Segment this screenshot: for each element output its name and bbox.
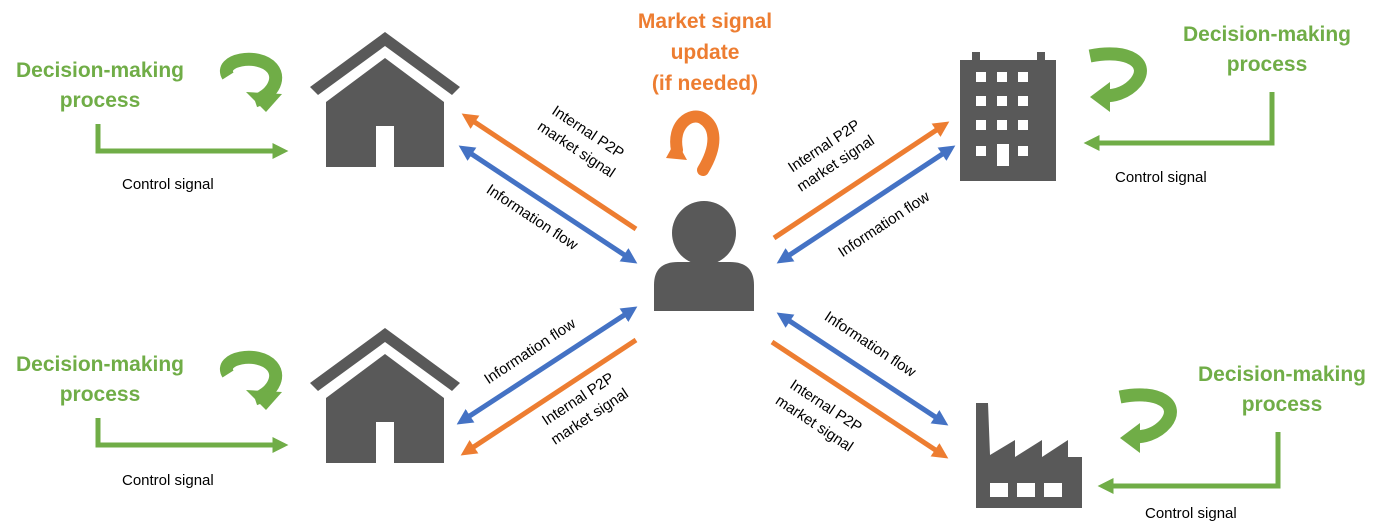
factory-icon [976, 403, 1082, 508]
decision-curve-icon [220, 350, 283, 410]
control-signal-label: Control signal [1115, 169, 1207, 186]
market-signal-arrow [460, 337, 638, 456]
market-signal-arrow [770, 339, 949, 459]
house-icon [310, 32, 460, 167]
information-flow-arrow [776, 145, 956, 264]
control-signal-label: Control signal [1145, 505, 1237, 522]
control-signal-label: Control signal [122, 472, 214, 489]
person-icon [654, 201, 754, 311]
office-building-icon [960, 52, 1056, 181]
circular-arrow-icon [666, 110, 720, 176]
house-icon [310, 328, 460, 463]
control-signal-label: Control signal [122, 176, 214, 193]
information-flow-arrow [456, 306, 638, 425]
control-signal-arrow [1083, 92, 1275, 152]
control-signal-arrow [1097, 432, 1281, 495]
control-signal-arrow [95, 418, 289, 454]
decision-curve-icon [1088, 47, 1147, 112]
decision-curve-icon [1118, 388, 1177, 453]
decision-curve-icon [220, 52, 283, 112]
market-signal-update-title: Market signal update (if needed) [637, 10, 773, 95]
information-flow-arrow [776, 312, 949, 426]
information-flow-arrow [458, 145, 638, 264]
control-signal-arrow [95, 124, 289, 160]
